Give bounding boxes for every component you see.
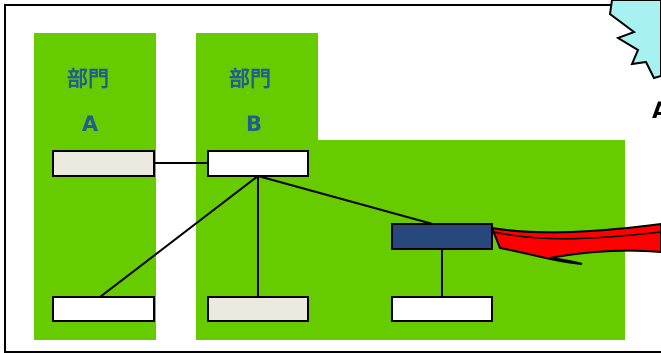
link-b-top-to-navy-node [257,175,441,227]
connection-lines [99,162,443,298]
lightning-bolt-icon [490,222,661,265]
node-b-top [207,150,309,177]
node-a-bottom [52,296,155,322]
node-a-top [52,150,155,177]
link-b-top-to-a-bottom [99,175,259,298]
node-b-bottom [207,296,309,322]
department-a-zone [34,33,156,340]
dept-b-name: 部門 [229,67,271,91]
dept-a-code: A [82,112,99,136]
callout-text: A [652,99,661,124]
node-navy [391,223,493,250]
starburst-callout: A [608,0,661,124]
department-b-zone [196,33,625,340]
node-c-bottom [391,296,493,322]
dept-a-name: 部門 [67,67,109,91]
dept-b-code: B [246,112,262,136]
